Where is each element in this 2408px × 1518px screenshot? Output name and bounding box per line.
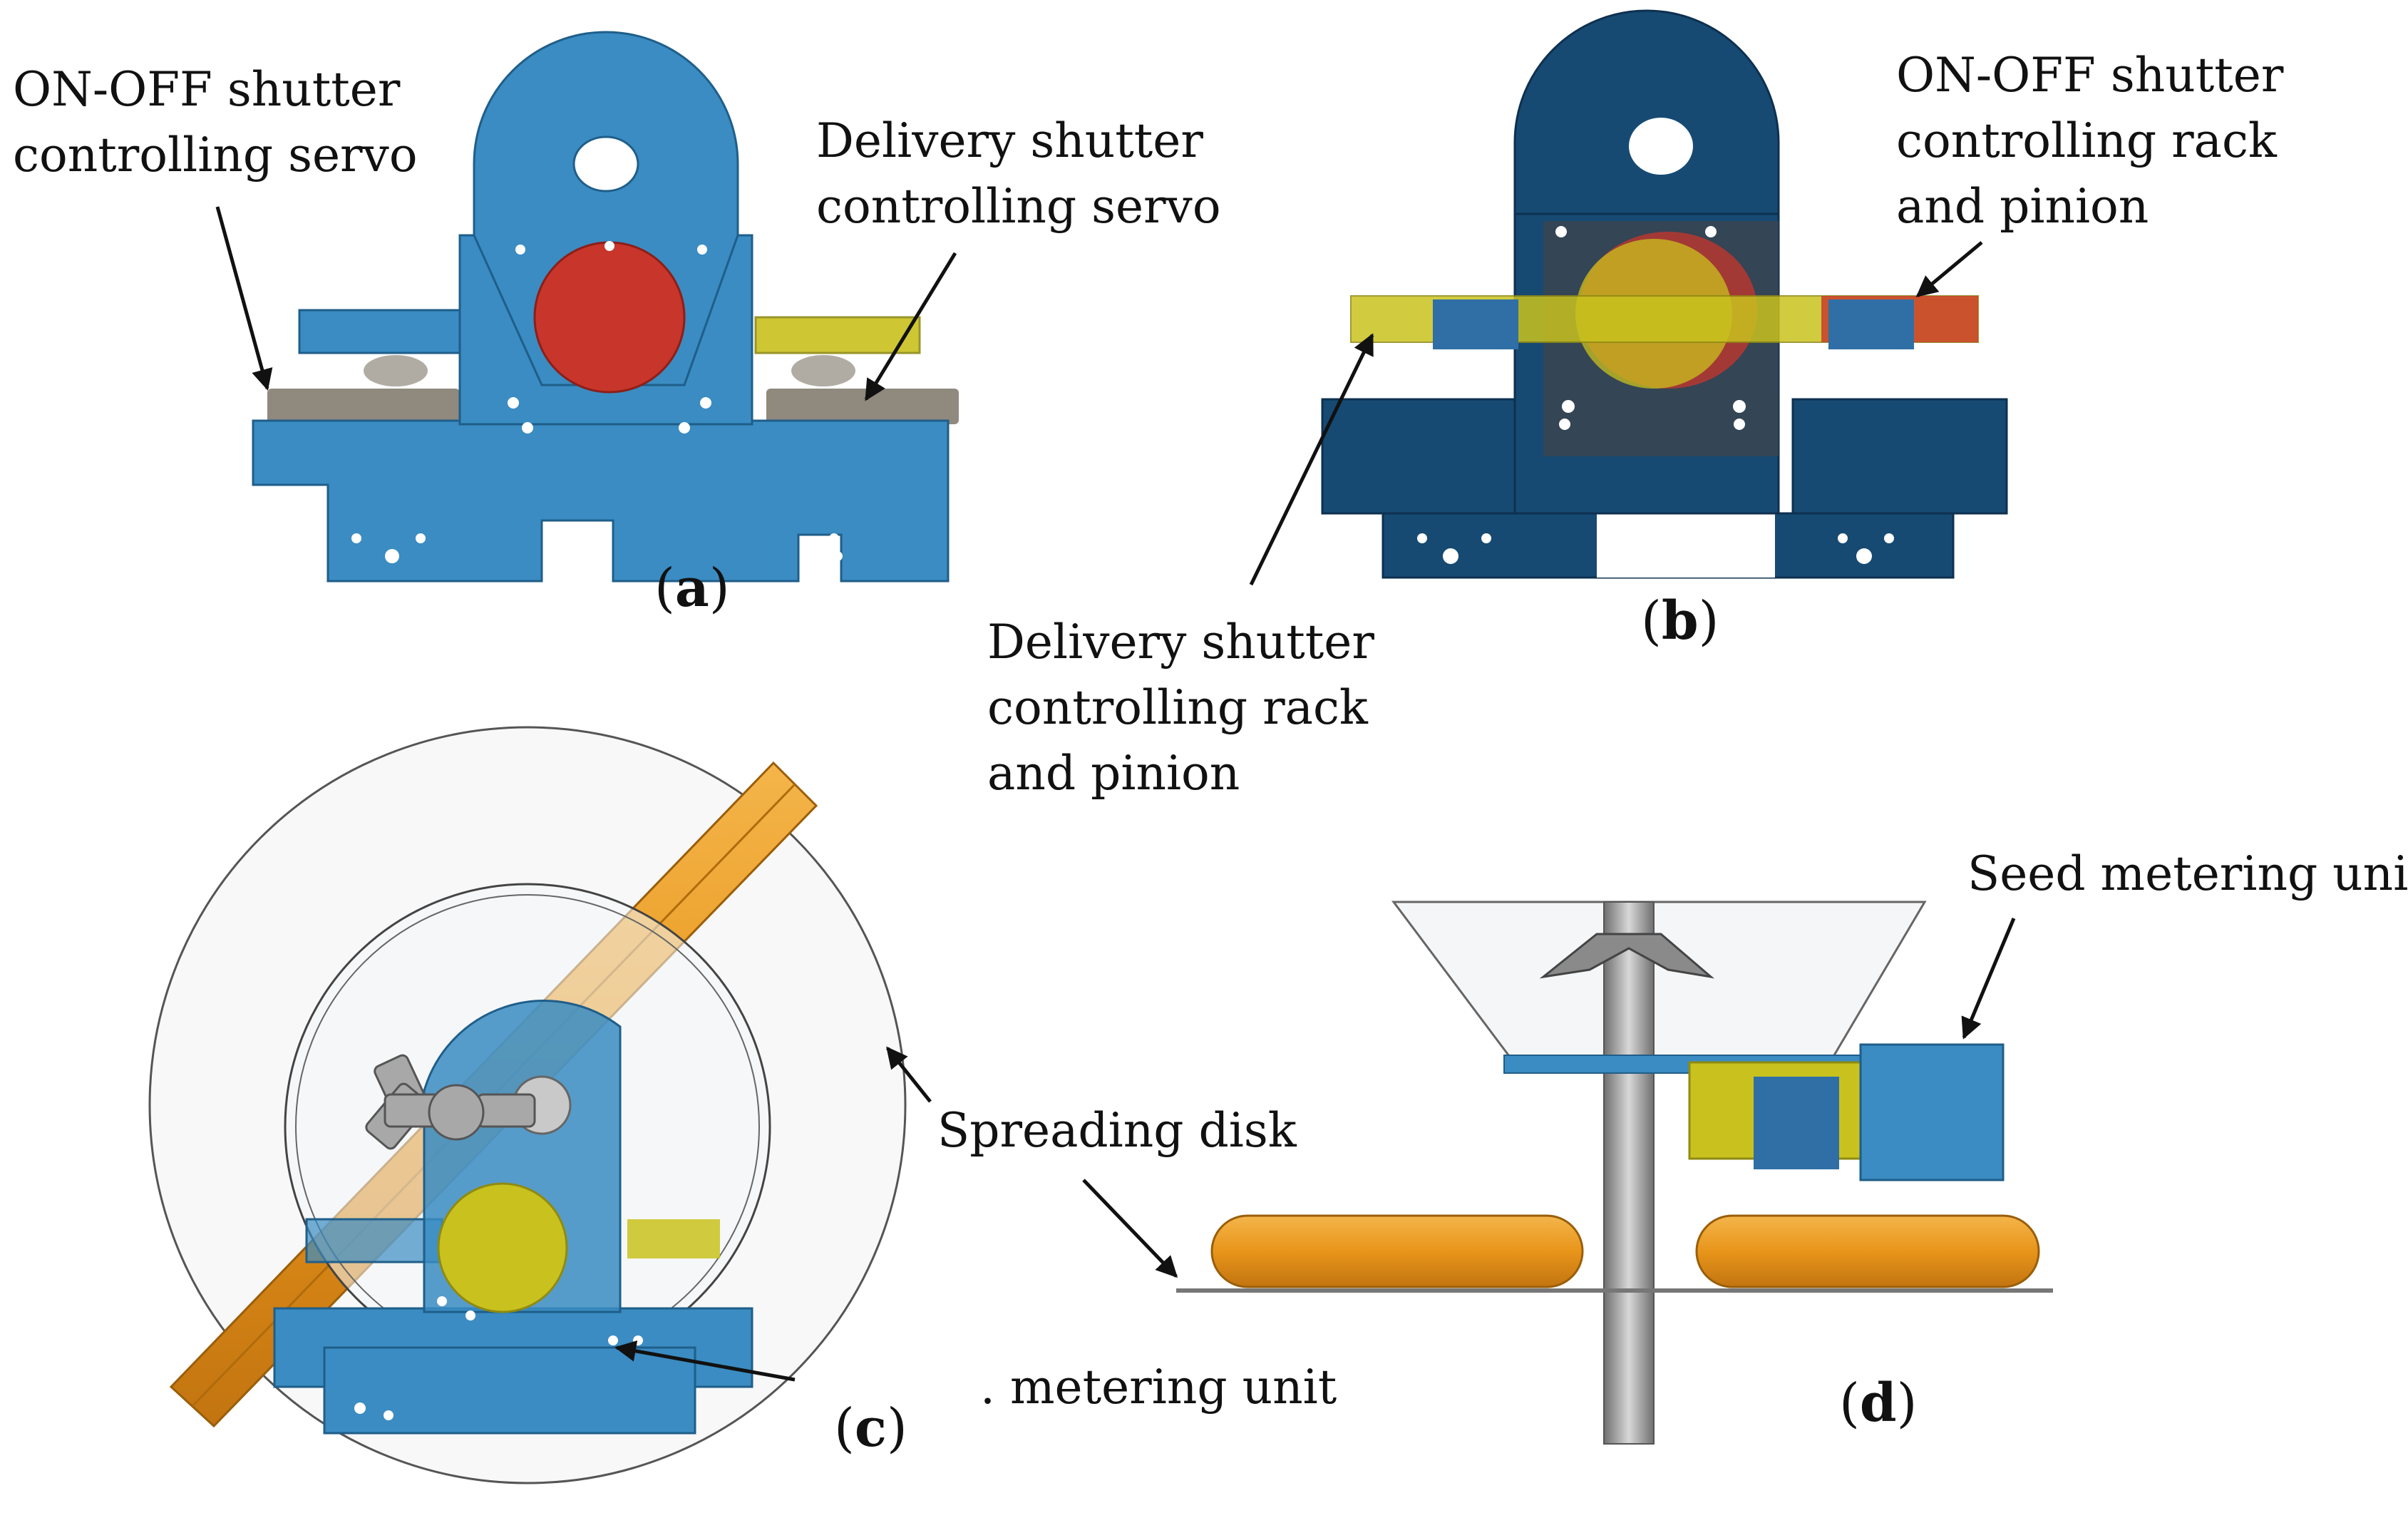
- panel-b-onoff-line3: and pinion: [1896, 179, 2149, 234]
- panel-a-delivery-line1: Delivery shutter: [816, 113, 1203, 168]
- panel-c-spreading-disk-label: Spreading disk: [937, 1103, 1297, 1158]
- panel-c-spreading-arrow: [886, 1046, 932, 1103]
- panel-b-delivery-arrow: [1249, 333, 1374, 586]
- panel-b-drawing: [1321, 9, 2008, 579]
- panel-b-delivery-line3: and pinion: [987, 746, 1240, 801]
- panel-d-drawing: [1176, 901, 2053, 1445]
- panel-c-drawing: [148, 726, 907, 1484]
- panel-c-caption: (c): [834, 1398, 907, 1459]
- panel-a-caption: (a): [654, 558, 730, 619]
- panel-c-metering-arrow: [614, 1340, 796, 1382]
- panel-a-onoff-line1: ON-OFF shutter: [13, 62, 401, 117]
- panel-d-spreading-arrow: [1082, 1179, 1178, 1278]
- panel-c-caption-letter: c: [854, 1398, 887, 1459]
- panel-a-caption-letter: a: [674, 558, 709, 619]
- panel-d-caption-letter: d: [1859, 1373, 1897, 1434]
- panel-a-delivery-line2: controlling servo: [816, 179, 1221, 234]
- panel-b-delivery-line2: controlling rack: [987, 680, 1368, 735]
- panel-b-caption-letter: b: [1661, 590, 1699, 652]
- panel-b-caption: (b): [1641, 590, 1719, 652]
- panel-b-delivery-label: Delivery shutter controlling rack and pi…: [987, 610, 1374, 806]
- panel-b-onoff-line1: ON-OFF shutter: [1896, 48, 2284, 103]
- panel-b-onoff-arrow: [1915, 241, 1983, 297]
- panel-a-delivery-arrow: [864, 252, 957, 401]
- panel-c-metering-unit-label: . metering unit: [980, 1360, 1337, 1415]
- panel-a-onoff-arrow: [215, 206, 273, 391]
- panel-b-onoff-line2: controlling rack: [1896, 113, 2277, 168]
- panel-a-drawing: [252, 31, 959, 583]
- panel-a-delivery-label: Delivery shutter controlling servo: [816, 108, 1221, 240]
- panel-a-onoff-line2: controlling servo: [13, 128, 418, 183]
- panel-d-caption: (d): [1839, 1373, 1918, 1434]
- panel-a-onoff-label: ON-OFF shutter controlling servo: [13, 57, 418, 188]
- panel-b-onoff-label: ON-OFF shutter controlling rack and pini…: [1896, 43, 2283, 240]
- panel-b-delivery-line1: Delivery shutter: [987, 615, 1374, 670]
- panel-d-seed-metering-arrow: [1961, 918, 2016, 1040]
- panel-d-seed-metering-unit-label: Seed metering unit: [1967, 846, 2408, 901]
